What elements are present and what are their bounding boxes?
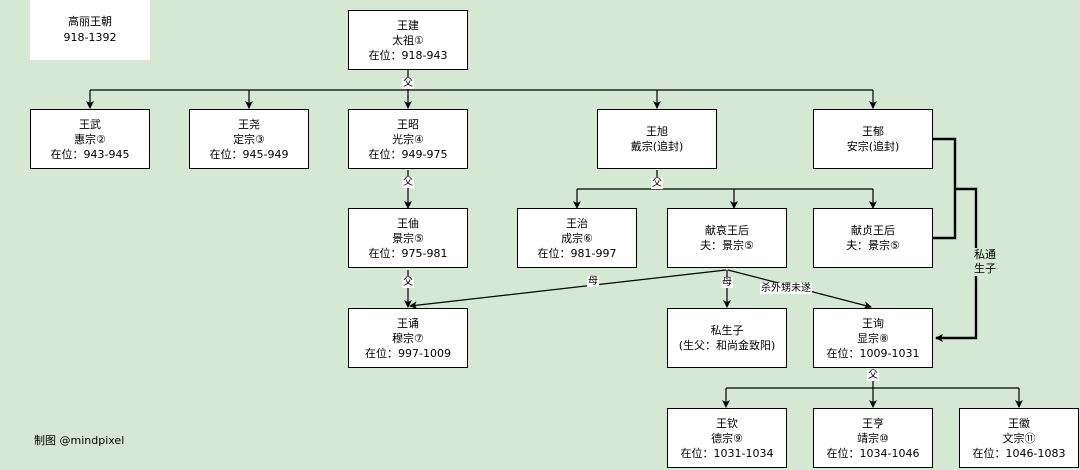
- edge-label-father: 父: [867, 370, 879, 381]
- node-wang-so[interactable]: 王昭 光宗④ 在位：949-975: [348, 109, 468, 169]
- node-name: 王旭: [646, 125, 668, 138]
- node-reign: 在位：943-945: [50, 147, 130, 161]
- node-title: 惠宗②: [74, 132, 106, 146]
- node-name: 王徽: [1008, 416, 1030, 430]
- credit-text: 制图 @mindpixel: [34, 434, 125, 447]
- node-title: 戴宗(追封): [630, 140, 684, 153]
- dynasty-years: 918-1392: [63, 31, 117, 44]
- node-name: 献贞王后: [851, 224, 895, 237]
- node-wang-song[interactable]: 王诵 穆宗⑦ 在位：997-1009: [348, 308, 468, 368]
- edge-label-attempted-kill: 杀外甥未遂: [760, 283, 812, 294]
- node-reign: 在位：1046-1083: [972, 446, 1066, 460]
- node-title: 安宗(追封): [846, 140, 900, 153]
- node-name: 王亨: [862, 416, 884, 430]
- node-illegitimate-son[interactable]: 私生子 (生父：和尚金致阳): [667, 308, 787, 368]
- node-title: 光宗④: [392, 132, 424, 146]
- node-reign: 在位：1031-1034: [680, 446, 774, 460]
- node-name: 献哀王后: [705, 224, 749, 237]
- edge-label-affair: 私通 生子: [974, 248, 996, 276]
- node-queen-heonae[interactable]: 献哀王后 夫：景宗⑤: [667, 208, 787, 268]
- node-name: 王伷: [397, 216, 419, 230]
- node-reign: 在位：997-1009: [365, 346, 451, 360]
- node-title: 夫：景宗⑤: [846, 239, 900, 252]
- node-wang-geon[interactable]: 王建 太祖① 在位：918-943: [348, 10, 468, 70]
- node-title: 成宗⑥: [561, 231, 593, 245]
- node-title: 穆宗⑦: [392, 331, 424, 345]
- node-title: 太祖①: [392, 33, 424, 47]
- node-reign: 在位：975-981: [368, 246, 448, 260]
- node-name: 私生子: [710, 324, 744, 337]
- affair-line2: 生子: [974, 262, 996, 275]
- edge-label-father: 父: [651, 178, 663, 189]
- node-wang-heum[interactable]: 王钦 德宗⑨ 在位：1031-1034: [667, 408, 787, 468]
- node-name: 王钦: [716, 416, 738, 430]
- node-title: 靖宗⑩: [857, 431, 889, 445]
- node-title: 显宗⑧: [857, 331, 889, 345]
- node-wang-hyeong[interactable]: 王亨 靖宗⑩ 在位：1034-1046: [813, 408, 933, 468]
- node-name: 王询: [862, 316, 884, 330]
- node-wang-sun[interactable]: 王询 显宗⑧ 在位：1009-1031: [813, 308, 933, 368]
- node-name: 王武: [79, 117, 101, 131]
- node-wang-mu[interactable]: 王武 惠宗② 在位：943-945: [30, 109, 150, 169]
- dynasty-title-box: 高丽王朝 918-1392: [30, 0, 150, 60]
- node-name: 王昭: [397, 117, 419, 131]
- node-reign: 在位：1034-1046: [826, 446, 920, 460]
- node-name: 王治: [566, 216, 588, 230]
- node-title: 景宗⑤: [392, 231, 424, 245]
- node-wang-chi[interactable]: 王治 成宗⑥ 在位：981-997: [517, 208, 637, 268]
- node-title: 文宗⑪: [1002, 431, 1036, 445]
- node-wang-ju[interactable]: 王伷 景宗⑤ 在位：975-981: [348, 208, 468, 268]
- affair-line1: 私通: [974, 248, 996, 261]
- edge-label-father: 父: [402, 78, 414, 89]
- node-name: 王建: [397, 18, 419, 32]
- node-title: 定宗③: [233, 132, 265, 146]
- node-name: 王诵: [397, 316, 419, 330]
- node-wang-uk-dae[interactable]: 王旭 戴宗(追封): [597, 109, 717, 169]
- edge-label-mother: 母: [721, 277, 733, 288]
- node-reign: 在位：1009-1031: [826, 346, 920, 360]
- edge-affair-bracket: [933, 137, 957, 240]
- node-name: 王郁: [862, 125, 884, 138]
- edge-heonae-to-wangsong: [409, 269, 727, 310]
- node-reign: 在位：949-975: [368, 147, 448, 161]
- node-wang-uk-an[interactable]: 王郁 安宗(追封): [813, 109, 933, 169]
- node-reign: 在位：945-949: [209, 147, 289, 161]
- node-title: 德宗⑨: [711, 431, 743, 445]
- node-wang-yo[interactable]: 王尧 定宗③ 在位：945-949: [189, 109, 309, 169]
- node-wang-hwi[interactable]: 王徽 文宗⑪ 在位：1046-1083: [959, 408, 1079, 468]
- node-queen-heonjeong[interactable]: 献贞王后 夫：景宗⑤: [813, 208, 933, 268]
- edge-label-father: 父: [402, 177, 414, 188]
- node-title: (生父：和尚金致阳): [678, 339, 776, 352]
- edge-label-mother: 母: [587, 276, 599, 287]
- node-name: 王尧: [238, 117, 260, 131]
- node-title: 夫：景宗⑤: [700, 239, 754, 252]
- edge-label-father: 父: [402, 277, 414, 288]
- node-reign: 在位：918-943: [368, 48, 448, 62]
- node-reign: 在位：981-997: [537, 246, 617, 260]
- dynasty-name: 高丽王朝: [68, 15, 112, 28]
